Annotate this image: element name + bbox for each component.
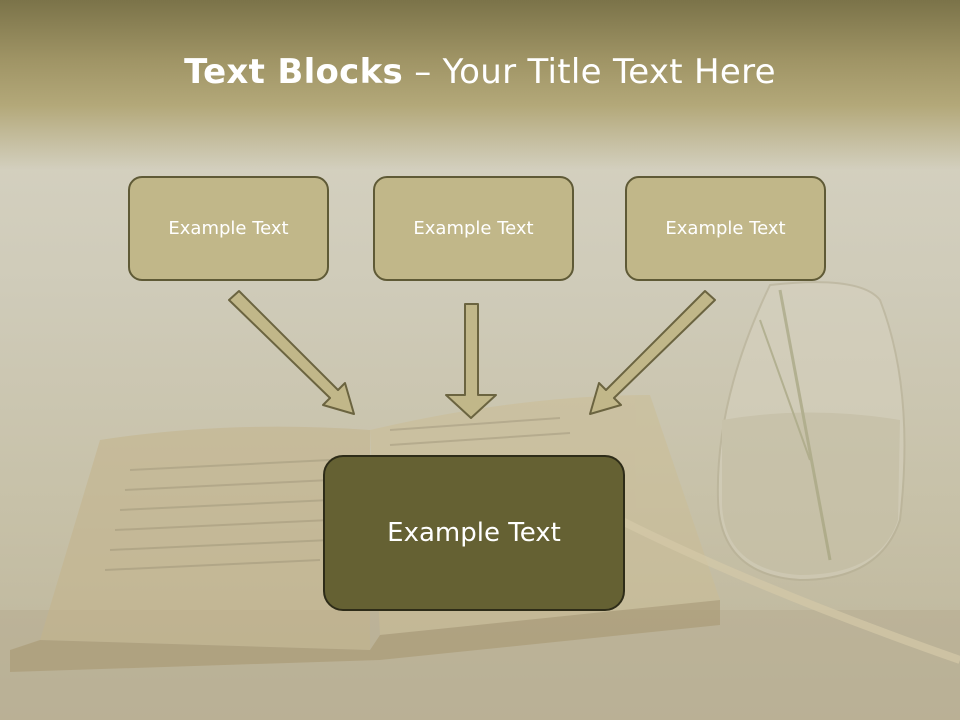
title-bold: Text Blocks — [184, 52, 404, 92]
text-block-3[interactable]: Example Text — [625, 176, 826, 281]
vase-illustration — [716, 281, 906, 582]
text-block-2[interactable]: Example Text — [373, 176, 574, 281]
title-dash: – — [403, 52, 443, 92]
text-block-1[interactable]: Example Text — [128, 176, 329, 281]
title-rest: Your Title Text Here — [442, 52, 776, 92]
slide-title: Text Blocks – Your Title Text Here — [0, 52, 960, 92]
title-band — [0, 0, 960, 170]
main-text-block[interactable]: Example Text — [323, 455, 625, 611]
quill-illustration — [618, 516, 960, 664]
